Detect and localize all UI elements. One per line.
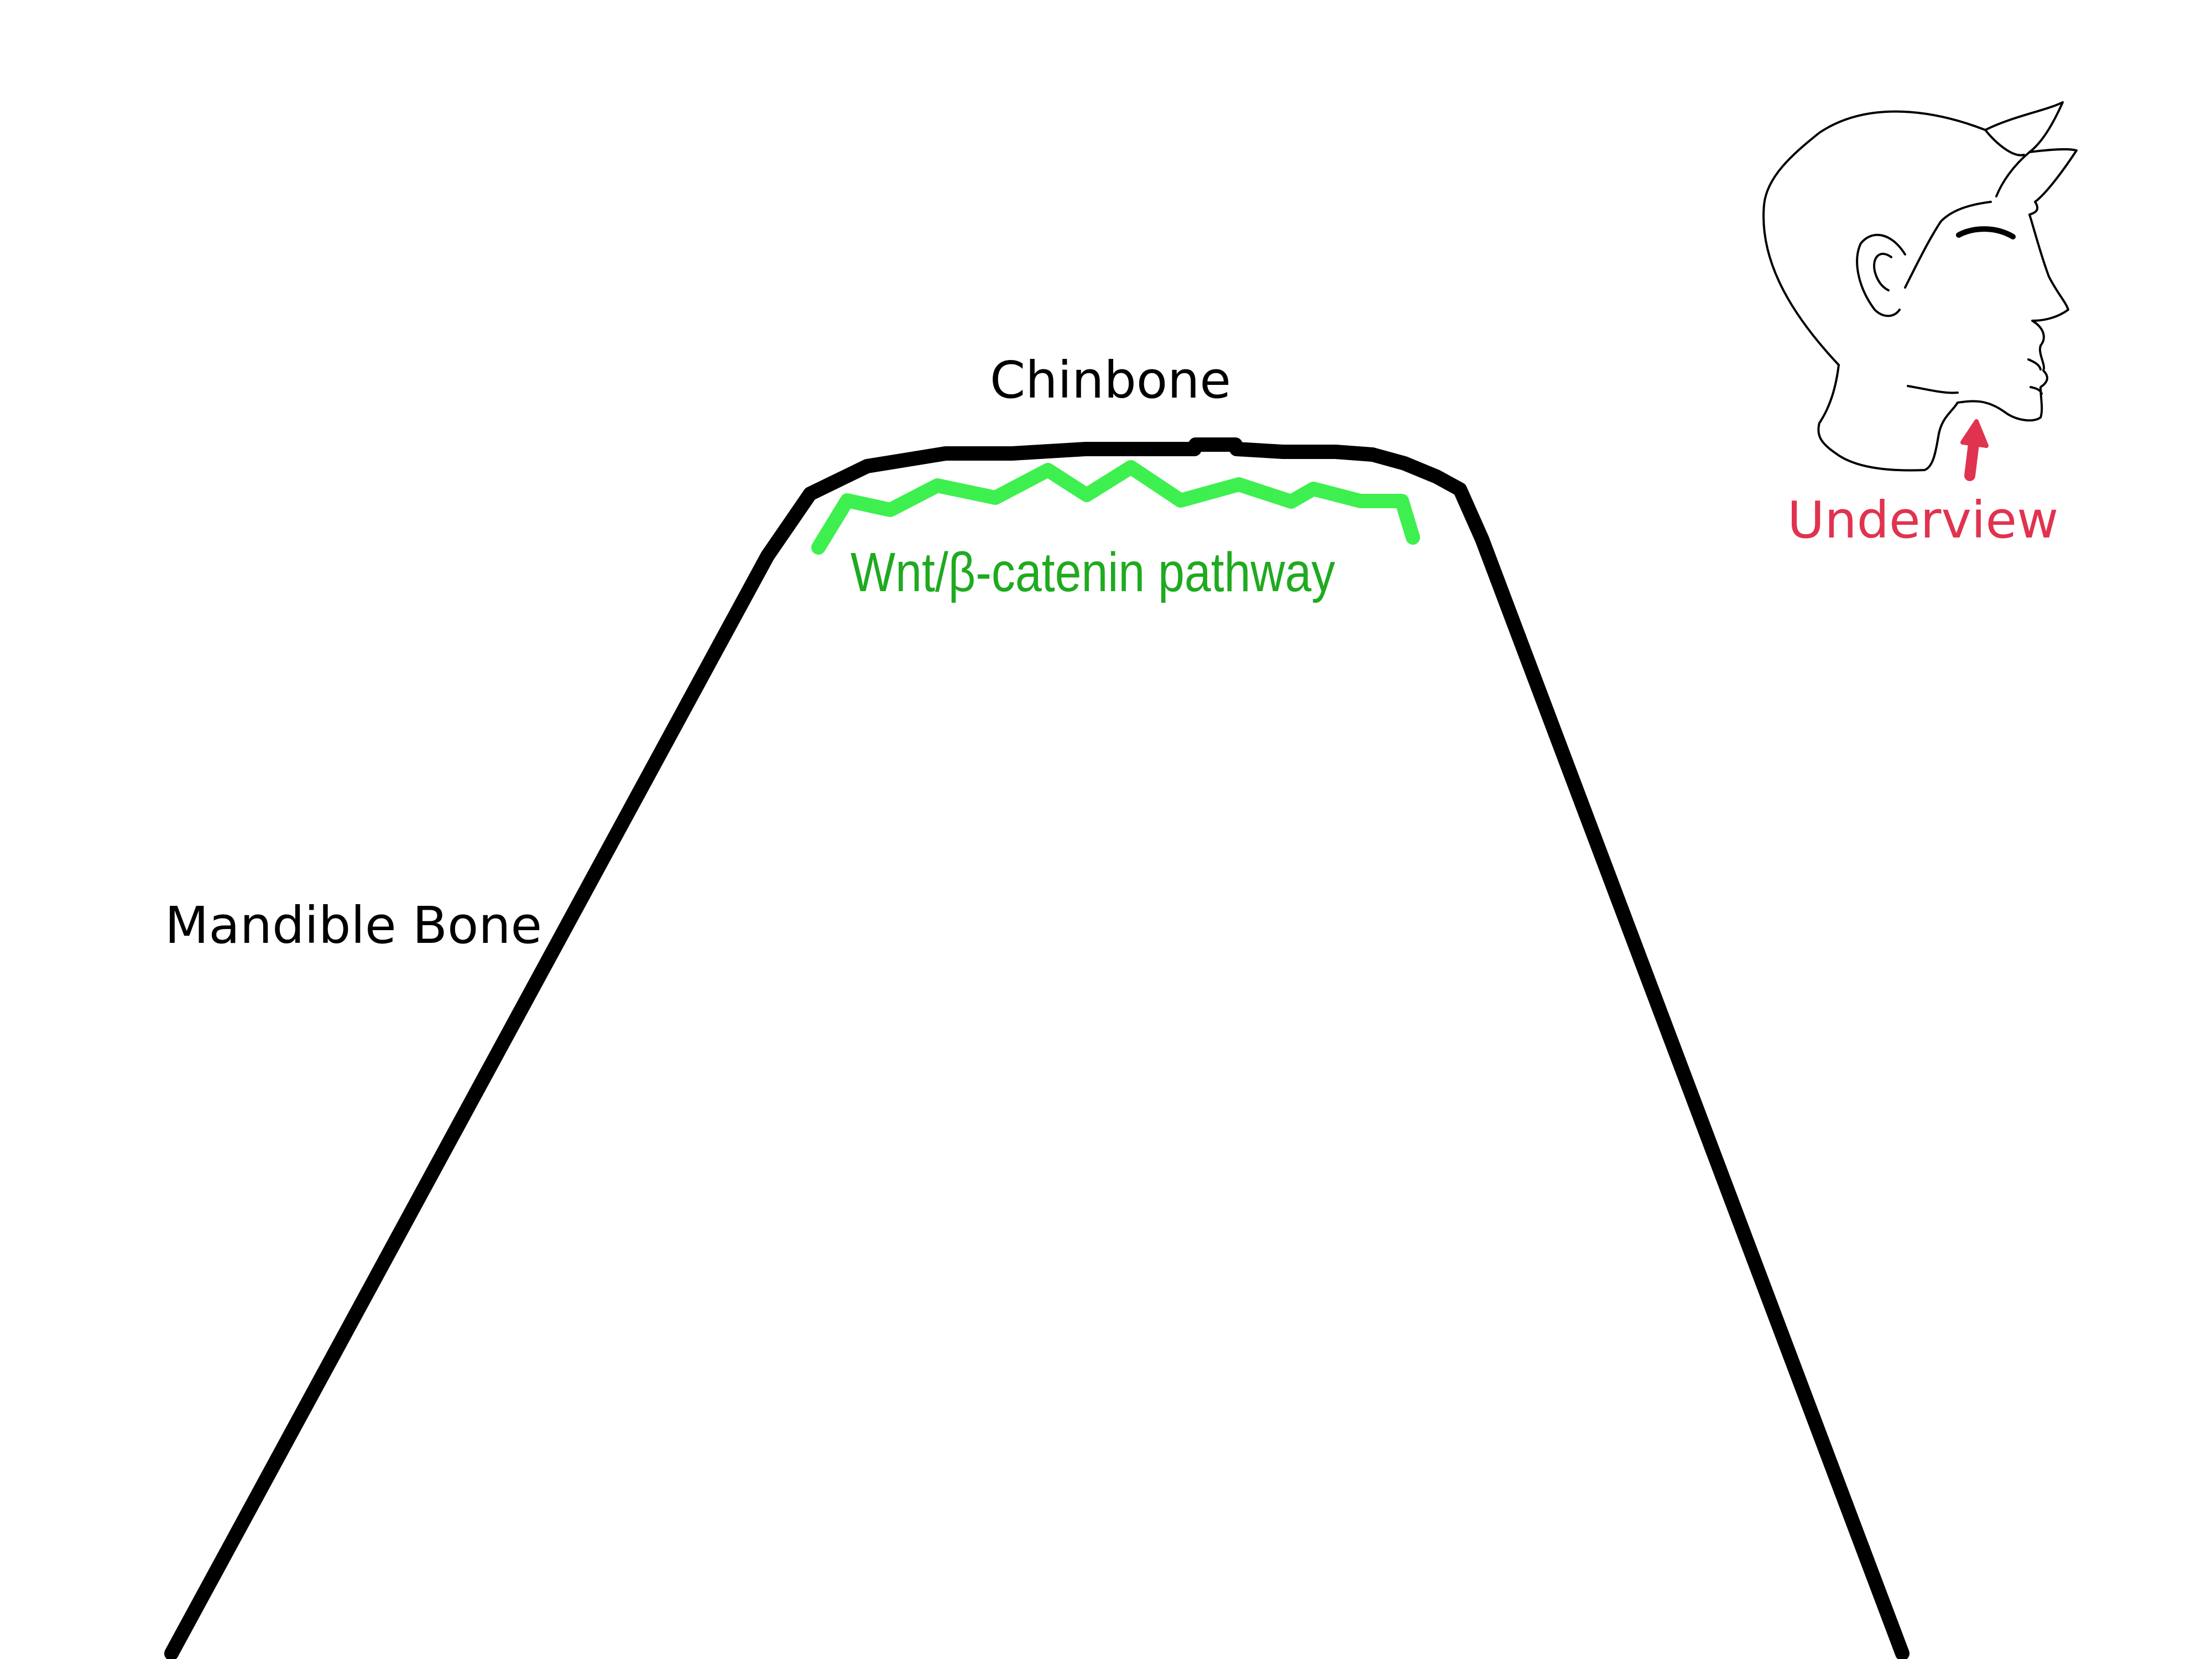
mandible-bone-label: Mandible Bone [165,896,542,955]
chinbone-label: Chinbone [990,351,1232,410]
wnt-pathway-label: Wnt/β-catenin pathway [851,541,1335,603]
arrow-up-icon [1960,419,1989,481]
head-profile-icon [1762,101,2078,472]
underview-label: Underview [1787,491,2059,550]
mandible-bone-outline [164,437,1910,1659]
wnt-pathway-line [811,460,1420,555]
eye-icon [1956,226,2016,239]
